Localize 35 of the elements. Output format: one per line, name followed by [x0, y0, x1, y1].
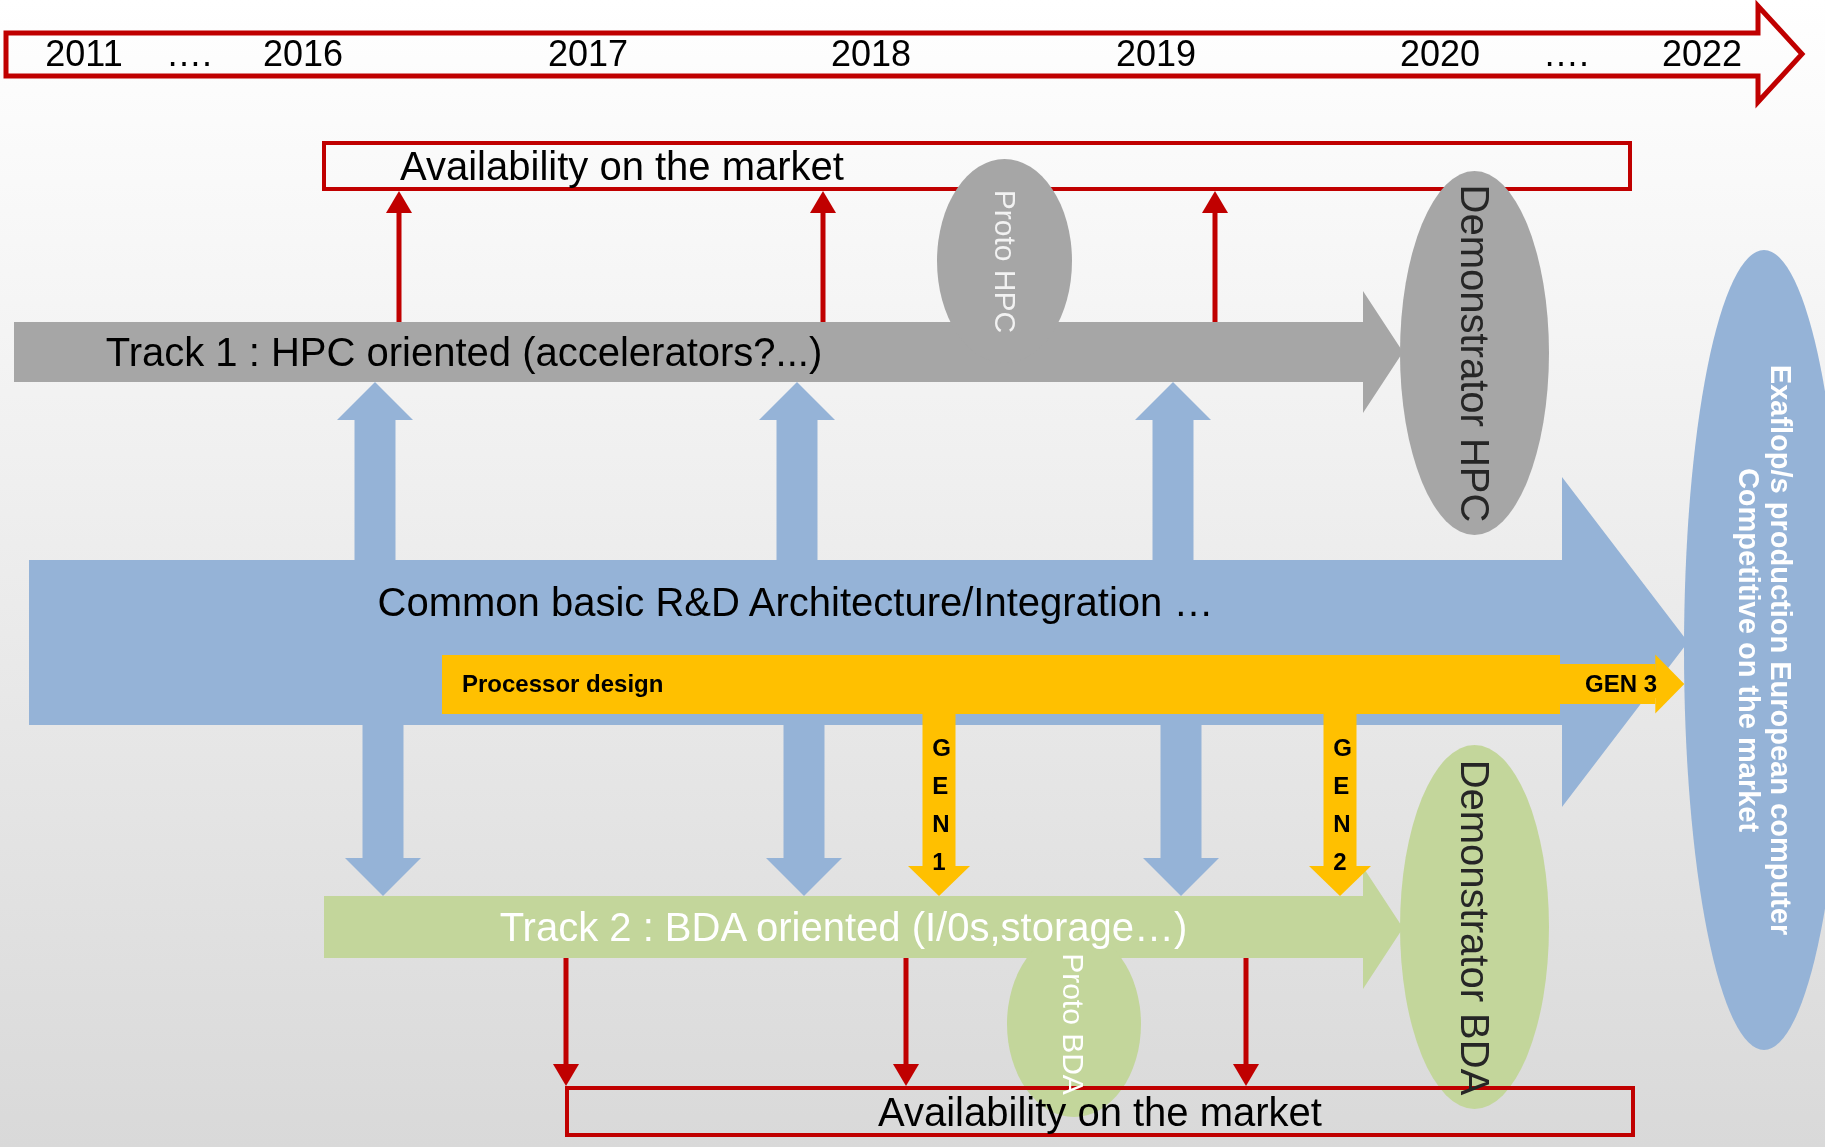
arrow: [759, 382, 835, 560]
arrow: [337, 382, 413, 560]
node-label: Common basic R&D Architecture/Integration …: [377, 580, 1214, 624]
arrow: [1202, 191, 1228, 322]
arrow: [386, 191, 412, 322]
node-label: Track 2 : BDA oriented (I/0s,storage…): [499, 905, 1188, 949]
arrow: [553, 958, 579, 1086]
year-label: ….: [1543, 33, 1589, 75]
year-label: 2018: [830, 33, 912, 75]
year-label: 2022: [1661, 33, 1743, 75]
year-label: 2017: [547, 33, 629, 75]
rotated-label: Demonstrator HPC: [1452, 184, 1497, 522]
edge-label: GEN 3: [1585, 670, 1658, 698]
arrow: [1135, 382, 1211, 560]
year-label: 2019: [1115, 33, 1197, 75]
rotated-label: Proto HPC: [988, 189, 1021, 333]
year-label: 2020: [1399, 33, 1481, 75]
year-label: 2016: [262, 33, 344, 75]
arrow: [766, 725, 842, 896]
node-label: Track 1 : HPC oriented (accelerators?...): [105, 330, 823, 374]
rotated-label: Demonstrator BDA: [1452, 759, 1497, 1095]
arrow: [345, 725, 421, 896]
arrow: [908, 714, 970, 896]
arrow: [893, 958, 919, 1086]
year-label: ….: [166, 33, 212, 75]
node-label: Processor design: [462, 671, 664, 698]
node-label: Availability on the market: [400, 144, 844, 188]
rotated-label: Competitive on the market: [1732, 467, 1764, 833]
arrow: [1309, 714, 1371, 896]
arrow: [1560, 654, 1685, 714]
arrow: [1143, 725, 1219, 896]
year-label: 2011: [45, 33, 123, 75]
arrow: [810, 191, 836, 322]
rotated-label: Exaflop/s production European computer: [1764, 364, 1796, 936]
arrow: [1233, 958, 1259, 1086]
